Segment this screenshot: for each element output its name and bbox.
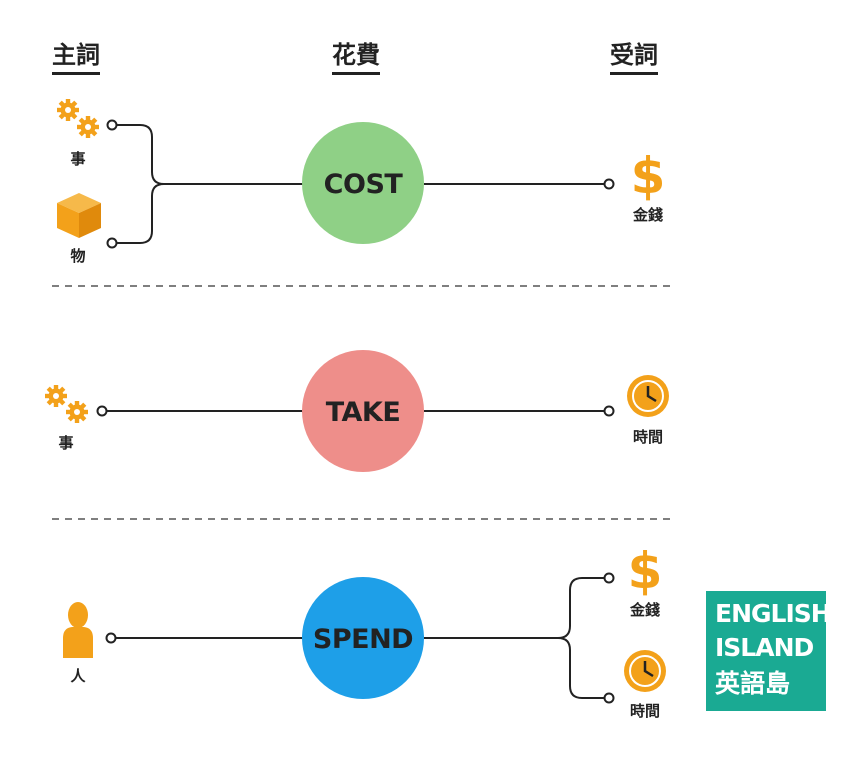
object-label-time: 時間 [630,702,660,720]
person-icon [63,602,93,658]
connector-dot [106,237,118,249]
subject-header: 主詞 [52,40,100,75]
connector-dot [603,178,615,190]
take-circle [302,350,424,472]
connector-line [117,183,165,244]
spend-circle [302,577,424,699]
connector-line [117,124,304,185]
logo-line-2: ISLAND [715,633,814,662]
take-row: 事 TAKE 時間 [45,350,671,472]
cost-verb: COST [324,169,404,200]
logo-line-1: ENGLISH [715,599,832,628]
logo-line-3: 英語島 [715,669,791,698]
object-label-money: 金錢 [629,601,660,619]
connector-line [424,577,604,639]
subject-label-object: 物 [70,247,85,265]
connector-dot [106,119,118,131]
spend-row: 人 SPEND 金錢 時間 [63,542,668,720]
object-label-money: 金錢 [632,206,663,224]
connector-dot [96,405,108,417]
clock-icon [622,648,668,694]
cost-circle [302,122,424,244]
dollar-icon [627,542,663,600]
connector-dot [105,632,117,644]
take-verb: TAKE [326,397,401,428]
english-island-logo: ENGLISH ISLAND 英語島 [706,591,832,711]
spend-header: 花費 [332,40,380,75]
clock-icon [625,373,671,419]
object-header: 受詞 [610,40,658,75]
connector-line [557,637,604,699]
subject-label-thing: 事 [58,434,73,452]
connector-dot [603,572,615,584]
gears-icon [57,99,99,138]
connector-dot [603,405,615,417]
connector-dot [603,692,615,704]
subject-label-person: 人 [70,667,86,685]
box-icon [57,193,101,238]
cost-row: 事 物 COST 金錢 [57,99,666,265]
subject-label-thing: 事 [70,150,85,168]
object-label-time: 時間 [633,428,663,446]
gears-icon [45,385,88,423]
spend-verb: SPEND [313,624,413,655]
dollar-icon [630,147,666,205]
